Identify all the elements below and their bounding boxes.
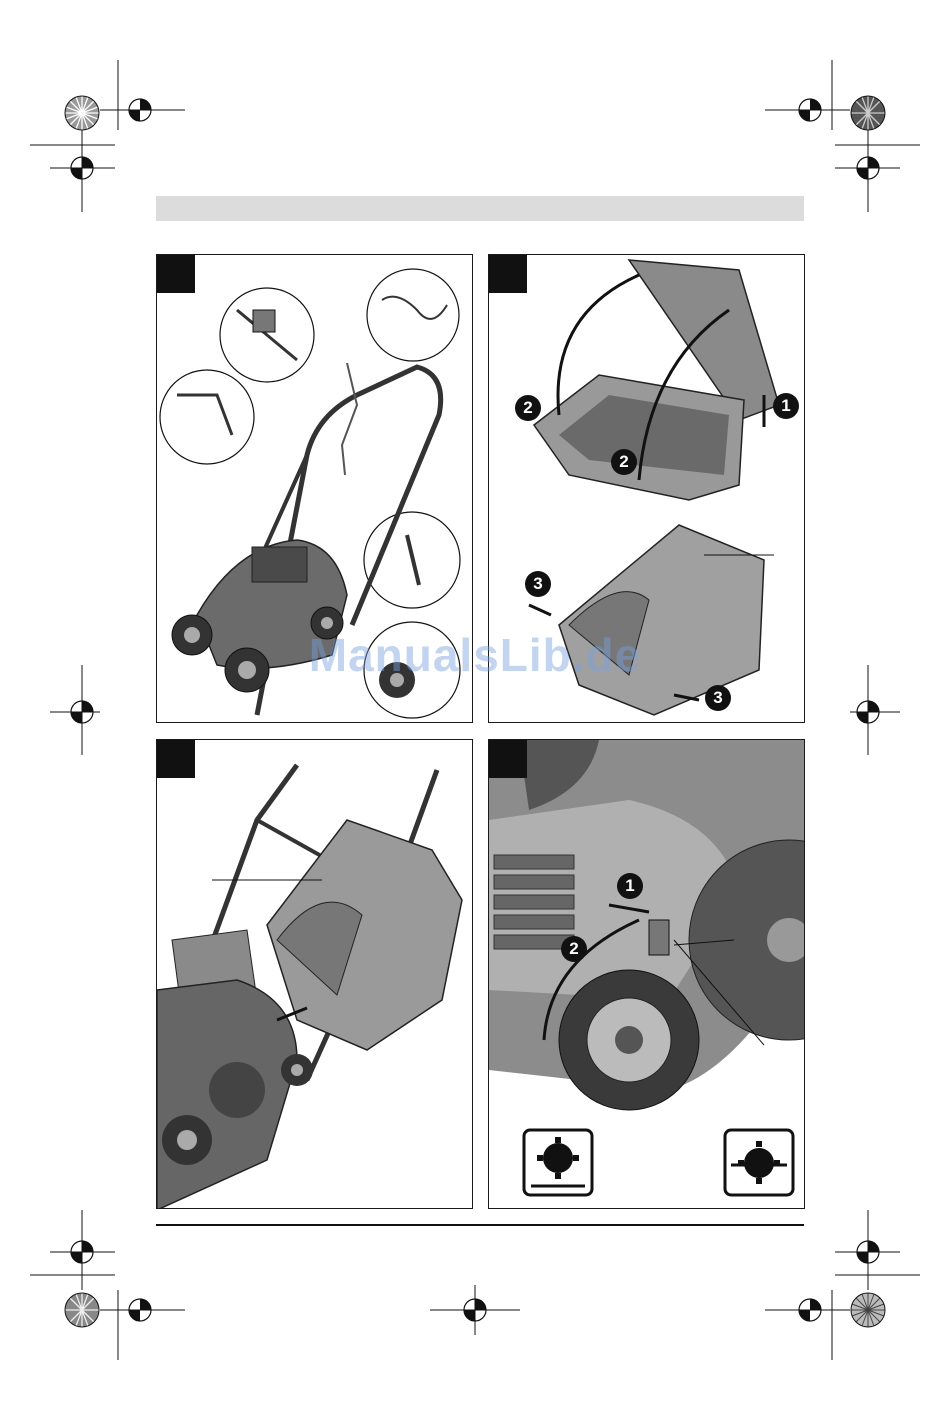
color-wheel-icon [848, 93, 888, 133]
step-callout-2: 2 [561, 936, 587, 962]
scarifier-handle-illustration [157, 255, 473, 723]
step-callout-1: 1 [617, 873, 643, 899]
color-wheel-icon [62, 93, 102, 133]
attach-box-illustration [157, 740, 473, 1209]
grass-box-illustration [489, 255, 805, 723]
height-high-icon [725, 1130, 793, 1195]
figure-panel-height-adjust: 1 2 [488, 739, 805, 1209]
step-callout-1: 1 [773, 393, 799, 419]
figure-panel-attach-box [156, 739, 473, 1209]
figure-number-tag [489, 740, 527, 778]
height-low-icon [524, 1130, 592, 1195]
header-band [156, 196, 804, 221]
figure-panel-grass-box: 1 2 2 3 3 [488, 254, 805, 723]
color-wheel-icon [62, 1290, 102, 1330]
color-wheel-icon [848, 1290, 888, 1330]
step-callout-2: 2 [611, 449, 637, 475]
step-callout-3: 3 [525, 571, 551, 597]
height-adjust-illustration [489, 740, 805, 1209]
step-callout-3: 3 [705, 685, 731, 711]
step-callout-2: 2 [515, 395, 541, 421]
figure-panel-assembly [156, 254, 473, 723]
footer-rule [156, 1224, 804, 1226]
